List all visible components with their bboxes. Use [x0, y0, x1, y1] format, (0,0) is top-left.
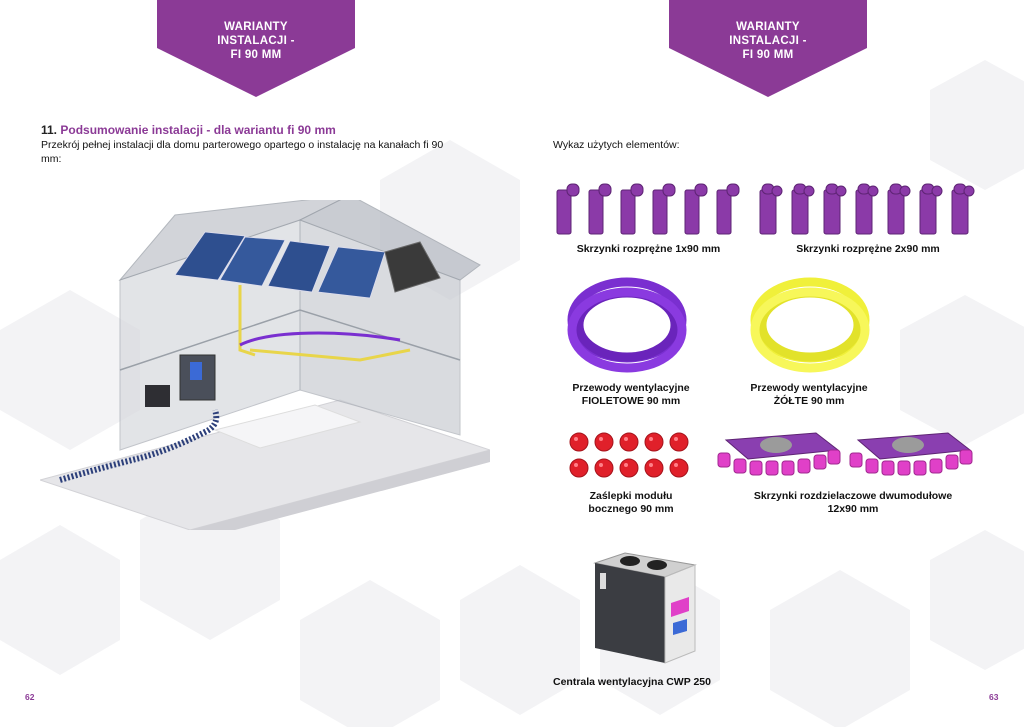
caption-line: bocznego 90 mm — [588, 503, 674, 515]
caption-caps: Zaślepki modułu bocznego 90 mm — [566, 490, 696, 516]
caption-distributor: Skrzynki rozdzielaczowe dwumodułowe 12x9… — [738, 490, 968, 516]
banner-line: FI 90 MM — [742, 49, 794, 61]
caption-ventilation-unit: Centrala wentylacyjna CWP 250 — [553, 676, 711, 688]
caption-line: Skrzynki rozdzielaczowe dwumodułowe — [753, 490, 953, 502]
banner-text: WARIANTY INSTALACJI - FI 90 MM — [669, 20, 867, 62]
house-cross-section-illustration — [40, 200, 490, 530]
banner-line: FI 90 MM — [230, 49, 282, 61]
caption-line: 12x90 mm — [827, 503, 879, 515]
caption-expansion-2x90: Skrzynki rozprężne 2x90 mm — [796, 243, 940, 255]
banner-text: WARIANTY INSTALACJI - FI 90 MM — [157, 20, 355, 62]
section-banner-right: WARIANTY INSTALACJI - FI 90 MM — [669, 0, 867, 97]
expansion-boxes-2x90-image — [759, 183, 975, 235]
banner-line: INSTALACJI - — [217, 35, 295, 47]
section-number: 11. — [41, 123, 58, 137]
violet-ducts-image — [567, 277, 687, 373]
caption-line: FIOLETOWE 90 mm — [581, 395, 681, 407]
banner-line: WARIANTY — [224, 21, 288, 33]
ventilation-unit-image — [593, 552, 697, 664]
caption-line: ŻÓŁTE 90 mm — [773, 395, 845, 407]
side-module-caps-image — [569, 432, 689, 478]
page-number-left: 62 — [25, 692, 35, 702]
banner-line: INSTALACJI - — [729, 35, 807, 47]
section-heading: 11. Podsumowanie instalacji - dla warian… — [41, 123, 336, 137]
distributor-boxes-image — [717, 432, 973, 476]
section-banner-left: WARIANTY INSTALACJI - FI 90 MM — [157, 0, 355, 97]
intro-text: Przekrój pełnej instalacji dla domu part… — [41, 139, 444, 165]
caption-expansion-1x90: Skrzynki rozprężne 1x90 mm — [576, 243, 721, 255]
banner-shape — [157, 0, 355, 97]
banner-shape — [669, 0, 867, 97]
caption-ducts-violet: Przewody wentylacyjne FIOLETOWE 90 mm — [556, 382, 706, 408]
list-heading: Wykaz użytych elementów: — [553, 139, 680, 151]
caption-line: Przewody wentylacyjne — [750, 382, 868, 394]
yellow-ducts-image — [750, 277, 870, 373]
section-title: Podsumowanie instalacji - dla wariantu f… — [60, 123, 336, 137]
caption-line: Przewody wentylacyjne — [572, 382, 690, 394]
expansion-boxes-1x90-image — [556, 183, 740, 235]
caption-ducts-yellow: Przewody wentylacyjne ŻÓŁTE 90 mm — [734, 382, 884, 408]
banner-line: WARIANTY — [736, 21, 800, 33]
page-number-right: 63 — [989, 692, 999, 702]
caption-line: Zaślepki modułu — [589, 490, 673, 502]
